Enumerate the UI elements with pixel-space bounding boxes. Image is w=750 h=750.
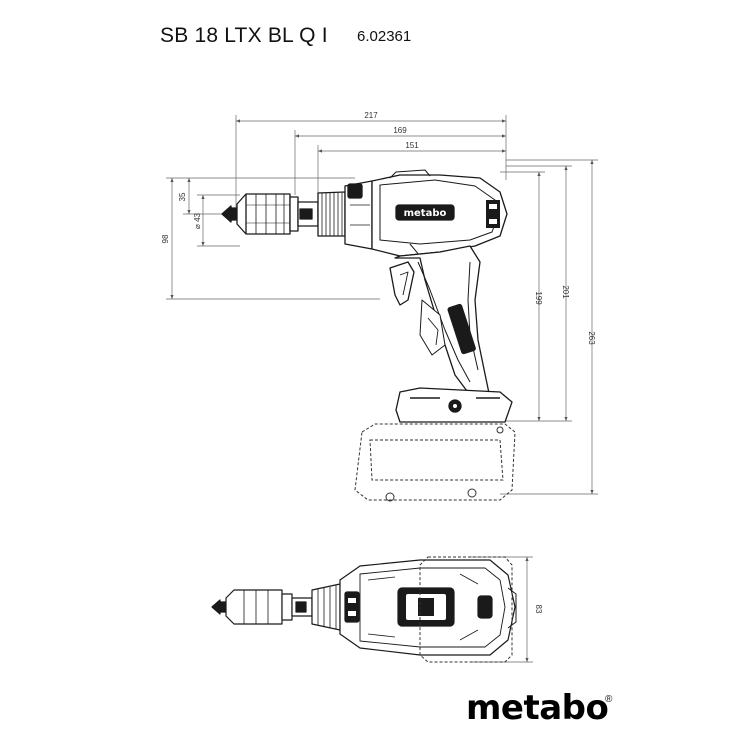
battery-top-view bbox=[419, 556, 513, 663]
dim-label-83: 83 bbox=[534, 605, 543, 614]
registered-mark: ® bbox=[605, 694, 613, 705]
logo-badge bbox=[395, 204, 455, 221]
logo-badge-text: metabo bbox=[404, 208, 447, 219]
motor-body: metabo bbox=[371, 169, 508, 263]
battery-mount bbox=[395, 387, 513, 423]
dim-label-201: 201 bbox=[561, 285, 570, 299]
dimension-labels: 217 169 151 35 ⌀ 43 98 199 201 263 83 bbox=[161, 111, 596, 614]
handle bbox=[394, 245, 491, 399]
chuck bbox=[236, 193, 291, 235]
rubber-grip bbox=[447, 303, 476, 355]
gear-housing bbox=[317, 180, 373, 250]
brand-logo: metabo bbox=[466, 688, 609, 728]
dim-label-199: 199 bbox=[534, 291, 543, 305]
drill-top-view bbox=[211, 559, 517, 656]
chuck-collar bbox=[289, 196, 319, 232]
order-number: 6.02361 bbox=[357, 28, 412, 45]
dim-label-43: ⌀ 43 bbox=[193, 212, 202, 228]
dim-label-263: 263 bbox=[587, 331, 596, 345]
dim-label-151: 151 bbox=[405, 141, 419, 150]
dim-label-169: 169 bbox=[393, 126, 407, 135]
trigger bbox=[389, 261, 446, 356]
top-chuck bbox=[225, 589, 283, 625]
dim-label-98: 98 bbox=[161, 234, 170, 243]
dim-label-217: 217 bbox=[364, 111, 378, 120]
drill-side-view: metabo bbox=[221, 169, 513, 423]
dim-label-35: 35 bbox=[178, 192, 187, 201]
drill-bit-tip bbox=[221, 205, 238, 223]
battery-pack bbox=[354, 423, 516, 502]
model-title: SB 18 LTX BL Q I bbox=[160, 24, 328, 47]
